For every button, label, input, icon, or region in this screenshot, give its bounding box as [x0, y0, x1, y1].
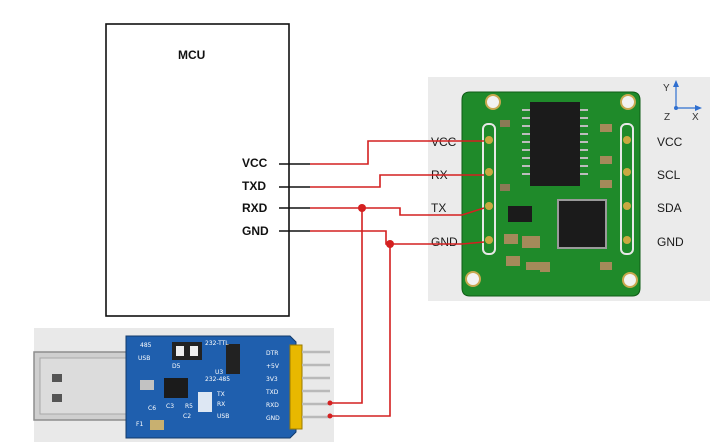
- main-chip-leads: [522, 109, 588, 175]
- module-pin-sda: SDA: [657, 201, 682, 215]
- fuse: [150, 420, 164, 430]
- wire-vcc: [310, 140, 484, 165]
- adapter-pin-3v3: 3V3: [266, 376, 278, 383]
- pad: [485, 236, 493, 244]
- silk-f1: F1: [136, 421, 143, 428]
- silk-c3: C3: [166, 403, 174, 410]
- mcu-pin-vcc: VCC: [242, 156, 268, 170]
- mcu-block: MCU VCC TXD RXD GND: [105, 23, 310, 317]
- sensor-module: VCC RX TX GND VCC SCL SDA GND Y Z X: [428, 77, 710, 301]
- silk-485: 485: [140, 342, 152, 349]
- module-pin-vcc-left: VCC: [431, 135, 457, 149]
- slide-switch: [226, 344, 240, 374]
- mount-hole: [465, 271, 481, 287]
- pad: [623, 202, 631, 210]
- adapter-pin-gnd: GND: [266, 415, 280, 422]
- pin-header: [289, 344, 330, 430]
- module-pin-vcc-right: VCC: [657, 135, 683, 149]
- silk-c6: C6: [148, 405, 156, 412]
- crystal: [140, 380, 154, 390]
- endpoint-adapter-gnd: [327, 413, 333, 419]
- usb-plug-slot: [52, 374, 62, 382]
- silk-d5: D5: [172, 363, 181, 370]
- silk-r5: R5: [185, 403, 193, 410]
- adapter-pin-rxd: RXD: [266, 402, 279, 409]
- wire-adapter-txd: [330, 208, 363, 404]
- dip-switch-knob: [190, 346, 198, 356]
- junction-gnd: [386, 240, 394, 248]
- silk-led-usb: USB: [217, 413, 229, 420]
- adapter-pin-5v: +5V: [266, 363, 280, 370]
- endpoint-adapter-txd: [327, 400, 333, 406]
- mcu-box: [105, 23, 290, 317]
- pad: [485, 168, 493, 176]
- axis-indicator: Y Z X: [663, 80, 702, 123]
- led-block: [198, 392, 212, 412]
- usb-plug-face: [39, 357, 127, 415]
- axis-y-label: Y: [663, 83, 670, 94]
- usb-adapter: 485 232-TTL 232-485 USB F1 C6 C3 R5 C2 D…: [33, 328, 334, 442]
- module-pin-scl: SCL: [657, 168, 681, 182]
- mount-hole: [622, 272, 638, 288]
- mount-hole: [620, 94, 636, 110]
- pad: [623, 168, 631, 176]
- converter-chip: [164, 378, 188, 398]
- pad-strip-left: [482, 123, 496, 255]
- pad: [623, 236, 631, 244]
- module-pin-gnd-right: GND: [657, 235, 684, 249]
- silk-usb: USB: [138, 355, 150, 362]
- dip-switch-knob: [176, 346, 184, 356]
- mcu-pin-rxd: RXD: [242, 201, 268, 215]
- regulator-chip: [508, 206, 532, 222]
- silk-u3: U3: [215, 369, 223, 376]
- module-pin-gnd-left: GND: [431, 235, 458, 249]
- adapter-pin-txd: TXD: [265, 389, 279, 396]
- axis-x-label: X: [692, 112, 699, 123]
- silk-232-ttl: 232-TTL: [205, 340, 229, 347]
- wire-txd-rx: [310, 174, 484, 188]
- mcu-pin-gnd: GND: [242, 224, 269, 238]
- silk-c2: C2: [183, 413, 191, 420]
- wire-adapter-gnd: [330, 244, 391, 417]
- pad: [623, 136, 631, 144]
- pad: [485, 202, 493, 210]
- axis-z-label: Z: [664, 112, 670, 123]
- sensor-chip: [557, 199, 607, 249]
- silk-led-tx: TX: [216, 391, 225, 398]
- mcu-title: MCU: [178, 48, 205, 62]
- silk-232-485: 232-485: [205, 376, 230, 383]
- adapter-pcb: [125, 335, 297, 439]
- main-chip: [530, 102, 580, 186]
- adapter-pin-dtr: DTR: [266, 350, 278, 357]
- junction-rxd: [358, 204, 366, 212]
- passive-components: [500, 120, 612, 272]
- pad-strip-right: [620, 123, 634, 255]
- mount-hole: [485, 94, 501, 110]
- pad: [485, 136, 493, 144]
- usb-plug-slot: [52, 394, 62, 402]
- silk-led-rx: RX: [217, 401, 225, 408]
- wire-rxd-tx: [310, 207, 485, 216]
- module-pin-tx: TX: [431, 201, 446, 215]
- mcu-pin-txd: TXD: [242, 179, 266, 193]
